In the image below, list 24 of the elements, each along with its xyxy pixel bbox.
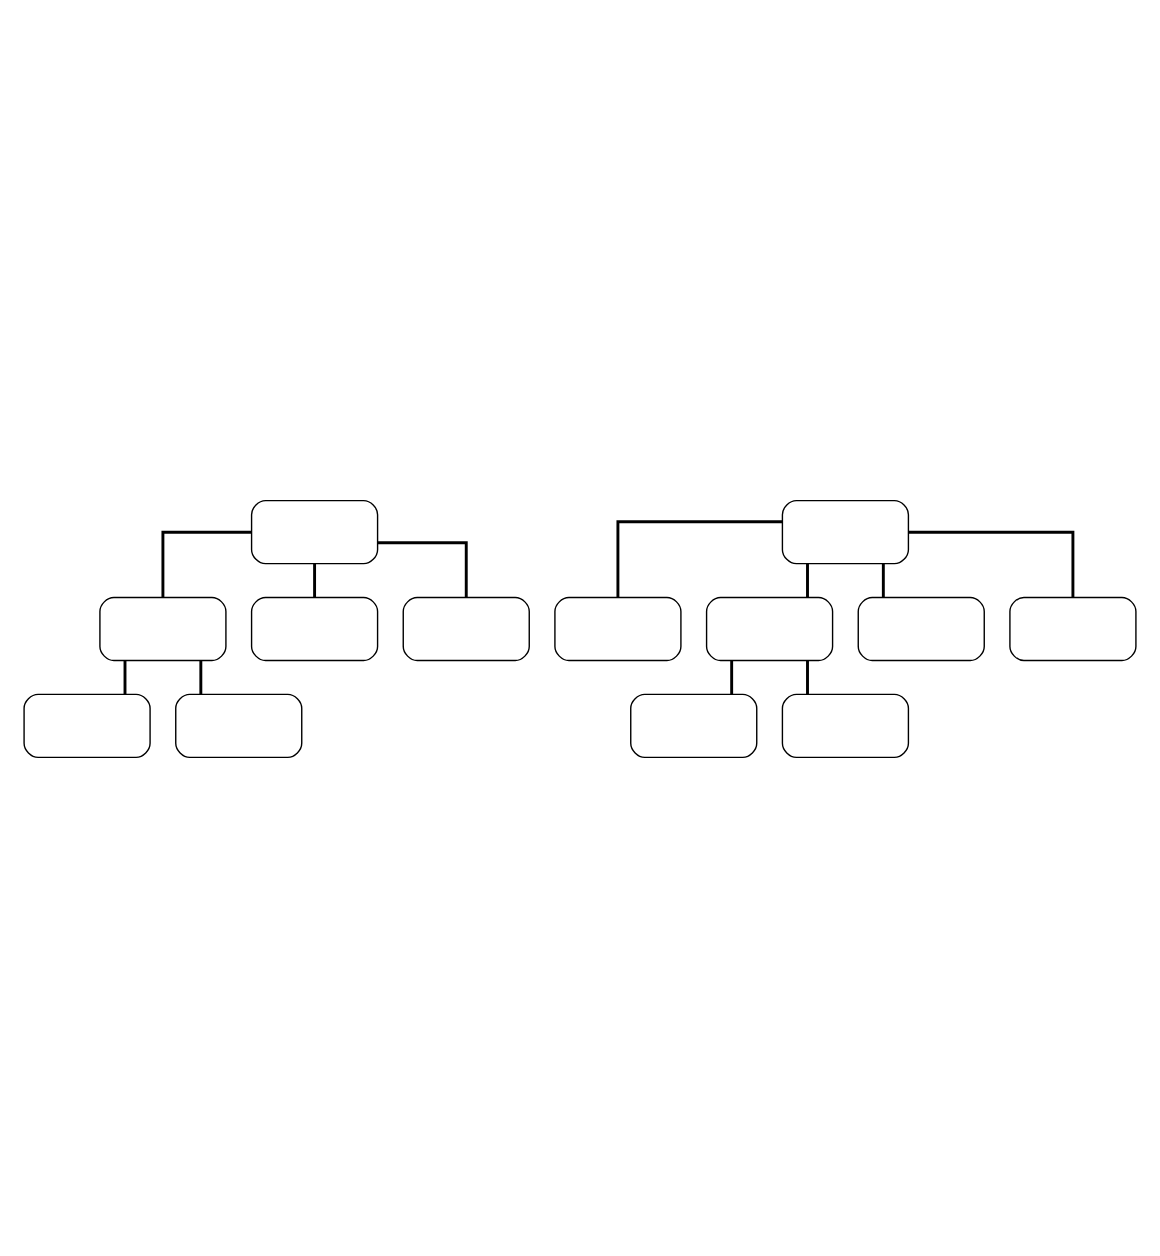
node-box [23, 692, 151, 758]
connector [908, 529, 1075, 597]
node-box [402, 595, 530, 661]
connector [313, 562, 317, 597]
connector [123, 659, 127, 694]
node-box [857, 595, 985, 661]
connector [616, 519, 783, 597]
connector [806, 562, 809, 597]
node-box [630, 692, 758, 758]
node-box [99, 595, 227, 661]
connector [199, 659, 203, 694]
node-box [1009, 595, 1137, 661]
node-box [250, 498, 379, 564]
connector [730, 659, 734, 694]
connector [161, 529, 252, 597]
node-box [554, 595, 682, 661]
connector [881, 562, 885, 597]
node-box [781, 692, 910, 758]
node-box [705, 595, 834, 661]
node-box [781, 498, 910, 564]
connector [806, 659, 809, 694]
connector [377, 540, 468, 597]
node-box [175, 692, 303, 758]
node-box [250, 595, 379, 661]
